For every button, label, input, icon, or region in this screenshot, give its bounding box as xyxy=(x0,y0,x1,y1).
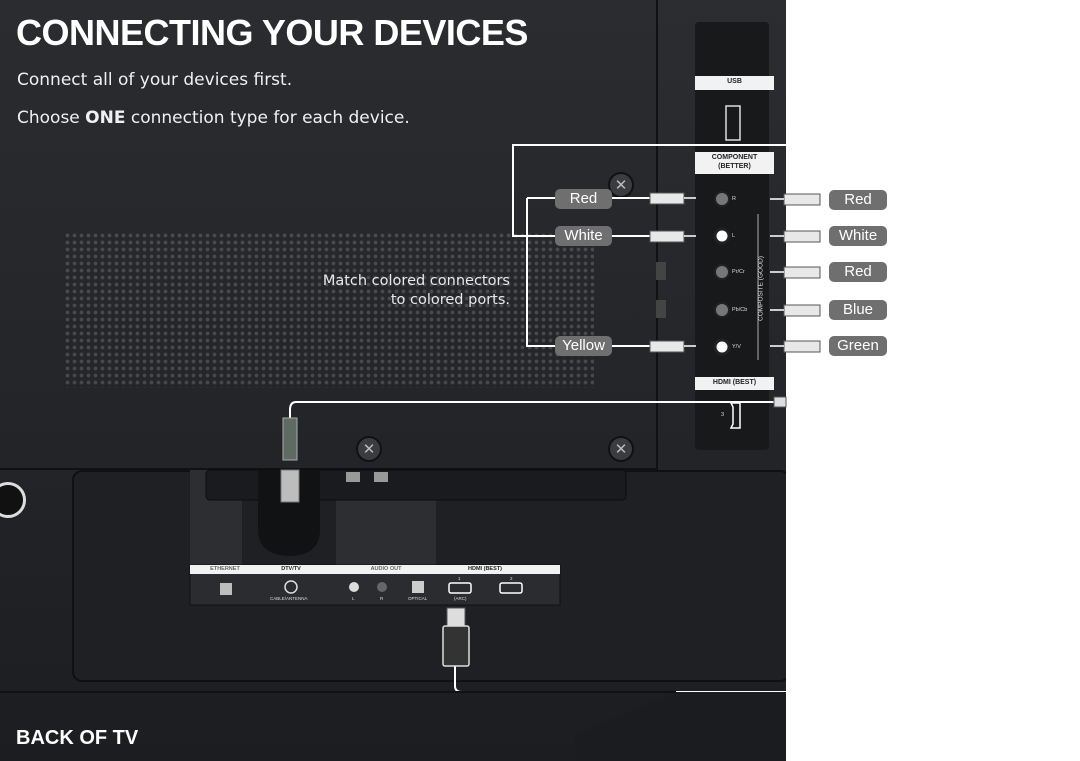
hdmi-side-label: HDMI (BEST) xyxy=(712,379,757,386)
cable-label-red-right-2: Red xyxy=(829,262,887,282)
cable-label-red-left: Red xyxy=(555,189,612,209)
cable-label-green-right: Green xyxy=(829,336,887,356)
optical-port-icon xyxy=(412,581,424,593)
back-of-tv-label: BACK OF TV xyxy=(16,727,139,749)
hdmi-2-number: 2 xyxy=(510,576,513,581)
instruction-line-2: Choose ONE connection type for each devi… xyxy=(17,108,410,128)
hdmi-3-port-icon xyxy=(729,402,741,429)
port-label-pr: Pr/Cr xyxy=(732,269,745,275)
hdmi-2-port-icon xyxy=(499,582,523,594)
audio-r-port-icon xyxy=(377,582,387,592)
ethernet-label: ETHERNET xyxy=(210,566,240,572)
audio-l-side-port-icon xyxy=(713,227,731,245)
ethernet-port-icon xyxy=(220,583,232,595)
instruction-text: connection type for each device. xyxy=(125,108,410,128)
component-label-strip xyxy=(695,152,774,174)
audio-l-port-icon xyxy=(349,582,359,592)
cable-label-red-right: Red xyxy=(829,190,887,210)
audio-r-label: R xyxy=(380,596,384,601)
instruction-text: Choose xyxy=(17,108,86,128)
pr-port-icon xyxy=(714,264,730,280)
stand-base xyxy=(575,692,786,761)
antenna-recess xyxy=(258,470,320,556)
component-subtitle: (BETTER) xyxy=(718,163,751,170)
audio-plug-icon xyxy=(346,472,360,482)
instruction-line-1: Connect all of your devices first. xyxy=(17,70,293,90)
port-label-y: Y/V xyxy=(732,344,741,350)
arc-label: (ARC) xyxy=(454,596,467,601)
instruction-emphasis: ONE xyxy=(85,108,126,128)
coax-plug-icon xyxy=(280,417,300,503)
coax-port-icon xyxy=(284,580,298,594)
screw-icon: ✕ xyxy=(608,172,634,198)
audio-r-side-port-icon xyxy=(714,191,730,207)
audio-plug-icon xyxy=(374,472,388,482)
cable-lines xyxy=(289,144,1080,693)
optical-label: OPTICAL xyxy=(408,596,428,601)
hdmi-3-number: 3 xyxy=(721,412,725,418)
port-label-l: L xyxy=(732,233,736,239)
usb-label-strip xyxy=(695,76,774,90)
hdmi-1-port-icon xyxy=(448,582,472,594)
composite-label: COMPOSITE (GOOD) xyxy=(757,256,765,321)
panel-clip xyxy=(656,300,666,318)
page-title: CONNECTING YOUR DEVICES xyxy=(16,12,528,53)
usb-label: USB xyxy=(727,78,742,85)
match-note-line-2: to colored ports. xyxy=(390,292,510,308)
speaker-grille xyxy=(64,232,594,388)
pb-port-icon xyxy=(714,302,730,318)
component-label: COMPONENT xyxy=(711,154,758,161)
hdmi-side-label-strip xyxy=(695,377,774,390)
usb-port-icon xyxy=(725,105,741,141)
port-label-pb: Pb/Cb xyxy=(732,307,748,313)
cable-label-white-left: White xyxy=(555,226,612,246)
cable-label-blue-right: Blue xyxy=(829,300,887,320)
panel-clip xyxy=(656,262,666,280)
port-label-r: R xyxy=(732,196,736,202)
rca-plug-icon xyxy=(770,193,821,353)
screw-icon: ✕ xyxy=(356,436,382,462)
match-note-line-1: Match colored connectors xyxy=(322,273,510,289)
hdmi-bottom-label: HDMI (BEST) xyxy=(468,566,502,572)
audio-l-label: L xyxy=(352,596,355,601)
hdmi-plug-icon xyxy=(442,607,470,667)
y-port-icon xyxy=(713,338,731,356)
cable-antenna-label: CABLE/ANTENNA xyxy=(270,596,308,601)
screw-icon: ✕ xyxy=(608,436,634,462)
dtv-label: DTV/TV xyxy=(281,566,301,572)
cable-label-white-right: White xyxy=(829,226,887,246)
audio-out-label: AUDIO OUT xyxy=(370,566,402,572)
hdmi-1-number: 1 xyxy=(458,576,461,581)
hdmi-side-plug-icon xyxy=(773,396,787,408)
match-connectors-note: Match colored connectors to colored port… xyxy=(262,272,510,310)
cable-label-yellow-left: Yellow xyxy=(555,336,612,356)
bottom-port-label-strip xyxy=(190,565,560,574)
rca-plug-icon xyxy=(649,192,696,353)
